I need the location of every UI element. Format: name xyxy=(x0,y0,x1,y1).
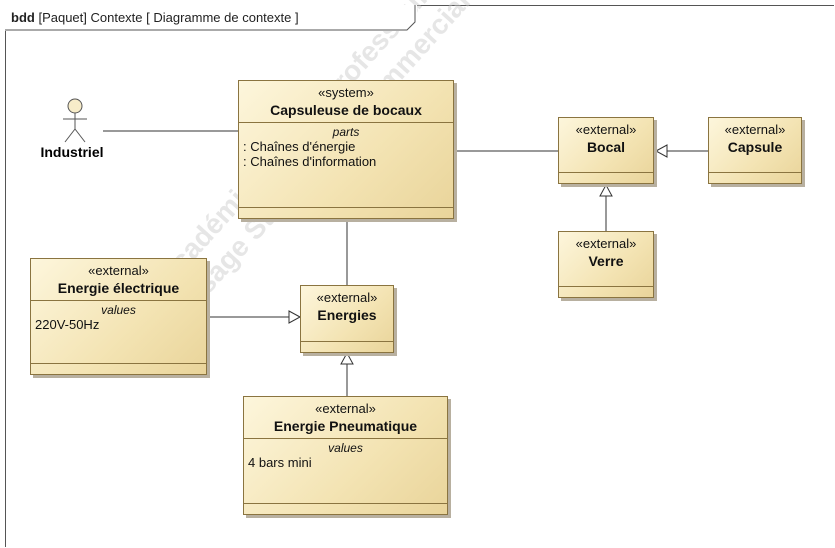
block-energie-electrique[interactable]: «external» Energie électrique values 220… xyxy=(30,258,207,375)
values-compartment: values 4 bars mini xyxy=(244,438,447,472)
actor-stick-figure-icon xyxy=(63,98,87,143)
block-stereotype: «external» xyxy=(575,122,637,137)
frame-title: [Paquet] Contexte [ Diagramme de context… xyxy=(38,10,299,25)
block-stereotype: «external» xyxy=(724,122,786,137)
block-stereotype: «external» xyxy=(315,401,376,416)
empty-compartment xyxy=(31,363,206,374)
block-energie-pneumatique[interactable]: «external» Energie Pneumatique values 4 … xyxy=(243,396,448,515)
block-stereotype: «external» xyxy=(316,290,378,305)
block-stereotype: «system» xyxy=(318,85,374,100)
generalization-arrowhead-bocal-bottom xyxy=(599,183,613,197)
compartment-title: parts xyxy=(332,125,360,139)
empty-compartment xyxy=(244,503,447,514)
values-compartment: values 220V-50Hz xyxy=(31,300,206,334)
block-capsule[interactable]: «external» Capsule xyxy=(708,117,802,184)
generalization-arrowhead-energies-left xyxy=(288,310,302,324)
diagram-frame xyxy=(5,5,834,547)
value-line: 4 bars mini xyxy=(248,455,312,470)
frame-keyword: bdd xyxy=(11,10,35,25)
empty-compartment xyxy=(239,207,453,218)
block-capsuleuse[interactable]: «system» Capsuleuse de bocaux parts : Ch… xyxy=(238,80,454,219)
block-verre[interactable]: «external» Verre xyxy=(558,231,654,298)
empty-compartment xyxy=(559,172,653,183)
compartment-title: values xyxy=(328,441,363,455)
parts-compartment: parts : Chaînes d'énergie : Chaînes d'in… xyxy=(239,122,453,171)
block-name: Verre xyxy=(588,253,624,269)
empty-compartment xyxy=(709,172,801,183)
actor-label: Industriel xyxy=(40,144,104,160)
value-line: 220V-50Hz xyxy=(35,317,100,332)
block-name: Capsule xyxy=(727,139,783,155)
block-name: Energie électrique xyxy=(57,280,180,296)
block-name: Energies xyxy=(317,307,377,323)
generalization-arrowhead-energies-bottom xyxy=(340,351,354,365)
block-energies[interactable]: «external» Energies xyxy=(300,285,394,353)
part-line: : Chaînes d'énergie xyxy=(243,139,356,154)
generalization-arrowhead-bocal-right xyxy=(654,144,668,158)
block-stereotype: «external» xyxy=(575,236,637,251)
part-line: : Chaînes d'information xyxy=(243,154,377,169)
block-stereotype: «external» xyxy=(88,263,149,278)
frame-header: bdd [Paquet] Contexte [ Diagramme de con… xyxy=(5,5,417,31)
compartment-title: values xyxy=(101,303,136,317)
block-name: Energie Pneumatique xyxy=(273,418,418,434)
empty-compartment xyxy=(301,341,393,352)
block-name: Capsuleuse de bocaux xyxy=(270,102,422,118)
empty-compartment xyxy=(559,286,653,297)
block-bocal[interactable]: «external» Bocal xyxy=(558,117,654,184)
block-name: Bocal xyxy=(586,139,626,155)
actor-industriel[interactable]: Industriel xyxy=(30,97,125,167)
